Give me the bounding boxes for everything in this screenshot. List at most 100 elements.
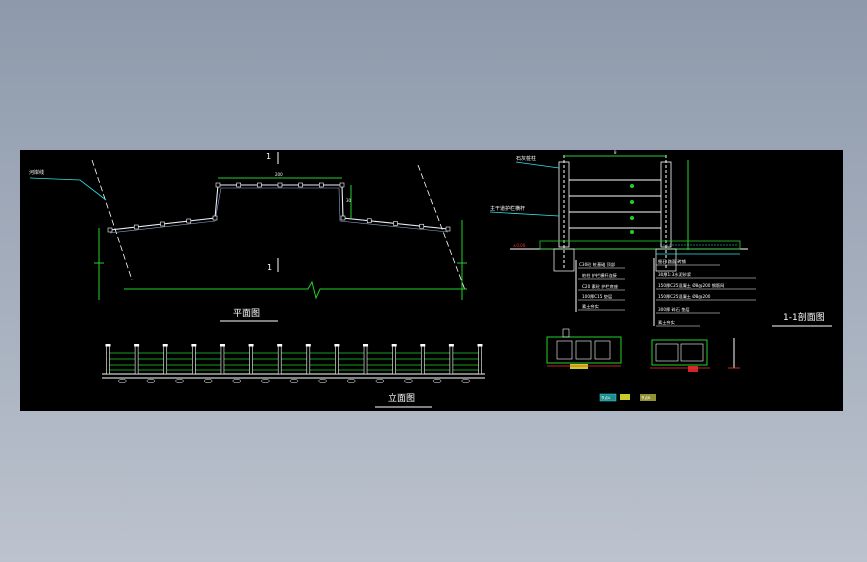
elevation-base-ornament (118, 379, 127, 383)
plan-fence-post (160, 221, 165, 227)
section-note-right: 30厚1:3水泥砂浆 (658, 271, 692, 278)
plan-view: 河岸线 200 30 1 1 平面图 (29, 152, 467, 322)
plan-leader-line (29, 177, 107, 201)
elevation-base-ornament (261, 379, 270, 383)
elevation-post (220, 345, 225, 375)
section-foundation-right (655, 248, 677, 272)
elevation-title: 立面图 (388, 392, 415, 404)
section-title: 1-1剖面图 (783, 311, 825, 323)
plan-fence-post (366, 218, 372, 224)
plan-dim-top-value: 200 (275, 172, 283, 177)
section-level-mark: ±0.00 (513, 243, 526, 248)
section-note-left: 素土夯实 (582, 303, 599, 310)
elevation-post (163, 345, 168, 375)
section-label-top: 石灰桩柱 (516, 155, 536, 162)
elevation-post (420, 345, 425, 375)
plan-title: 平面图 (233, 308, 260, 319)
elevation-post-cap (448, 344, 454, 347)
elevation-post (335, 345, 339, 375)
detail-a-panel-left (556, 340, 573, 360)
elevation-base-ornament (404, 379, 413, 383)
plan-fence-post (419, 223, 425, 229)
plan-fence-post (445, 226, 451, 232)
section-post-left (558, 161, 570, 248)
elevation-post-cap (305, 344, 311, 347)
elevation-post-cap (219, 344, 225, 347)
detail-b (650, 338, 740, 372)
elevation-post-cap (162, 344, 168, 347)
detail-a-frame (546, 336, 622, 364)
elevation-base-ornament (175, 379, 184, 383)
detail-b-panel-right (680, 343, 704, 362)
detail-a-panel-mid (575, 340, 592, 360)
elevation-post-cap (420, 344, 426, 347)
elevation-post (363, 345, 368, 375)
section-note-left: C30砼 桩基础 顶部 (579, 261, 615, 268)
elevation-post-cap (191, 344, 197, 347)
section-dim-top-value: 8 (614, 150, 617, 155)
plan-fence-post (339, 182, 345, 188)
detail-b-frame (651, 339, 708, 366)
plan-fence-post (107, 227, 113, 233)
plan-leader-label: 河岸线 (29, 169, 44, 176)
section-foundation-left (553, 248, 575, 272)
section-note-right: 细石 路面 砖铺 (658, 258, 686, 265)
elevation-base-ornament (461, 379, 470, 383)
elevation-post (306, 345, 311, 375)
elevation-post (134, 345, 139, 375)
elevation-post-cap (477, 344, 483, 347)
detail-labels: 节点A 节点B (599, 393, 656, 402)
detail-a (546, 328, 622, 369)
plan-fence-inner (109, 187, 449, 234)
elevation-base-ornament (346, 379, 356, 383)
elevation-base-ornament (232, 379, 242, 383)
section-note-left: 桩柱 护栏横杆连接 (582, 272, 618, 279)
section-note-left: 100厚C15 垫层 (582, 293, 612, 300)
detail-label-a: 节点A (601, 395, 611, 400)
section-notes-right-lines (656, 264, 756, 327)
plan-fence-post (186, 218, 192, 224)
plan-section-mark-bottom: 1 (267, 263, 272, 272)
elevation-post-cap (391, 344, 397, 347)
elevation-post-cap (363, 344, 369, 347)
plan-fence-post (298, 182, 303, 188)
plan-fence-posts (107, 182, 451, 233)
elevation-base-ornament (289, 379, 299, 383)
section-notes-left: C30砼 桩基础 顶部 桩柱 护栏横杆连接 C20 素砼 护栏底座 100厚C1… (579, 261, 618, 310)
elevation-post (192, 345, 196, 375)
cad-drawing: 河岸线 200 30 1 1 平面图 立面图 (29, 150, 832, 408)
section-rail-markers (630, 184, 634, 234)
section-notes-left-lines (578, 267, 625, 311)
plan-fence-post (319, 182, 324, 188)
section-note-left: C20 素砼 护栏底座 (582, 283, 618, 290)
plan-fence-post (257, 182, 262, 188)
detail-a-panel-right (594, 340, 611, 360)
elevation-post (106, 345, 110, 375)
section-post-right (660, 161, 672, 248)
elevation-post (249, 345, 253, 375)
elevation-post-cap (248, 344, 254, 347)
plan-fence-post (340, 215, 346, 221)
elevation-post-cap (334, 344, 340, 347)
elevation-base-ornament (146, 379, 156, 383)
elevation-post (392, 345, 396, 375)
section-note-right: 素土夯实 (658, 319, 675, 326)
plan-fence-post (277, 182, 283, 188)
plan-fence-post (236, 182, 241, 188)
plan-fence-post (212, 215, 218, 221)
elevation-view: 立面图 (102, 344, 485, 408)
plan-fence-post (393, 221, 398, 226)
section-note-right: 300厚 碎石 垫层 (658, 306, 690, 313)
elevation-base-ornament (318, 379, 327, 383)
elevation-base-ornament (203, 379, 213, 383)
elevation-post (478, 345, 482, 375)
section-view: 8 石灰桩柱 主干道护栏横杆 ±0.00 C30砼 桩基础 顶部 桩柱 护栏横杆… (489, 150, 832, 327)
elevation-base-ornament (375, 379, 385, 383)
elevation-post-cap (134, 344, 140, 347)
bank-line-left (91, 159, 133, 281)
plan-section-mark-top: 1 (266, 152, 271, 161)
detail-a-tag (570, 364, 588, 369)
section-note-right: 150厚C25混凝土 Ø8@200 (658, 293, 711, 300)
elevation-post-cap (105, 344, 111, 347)
elevation-post (277, 345, 282, 375)
